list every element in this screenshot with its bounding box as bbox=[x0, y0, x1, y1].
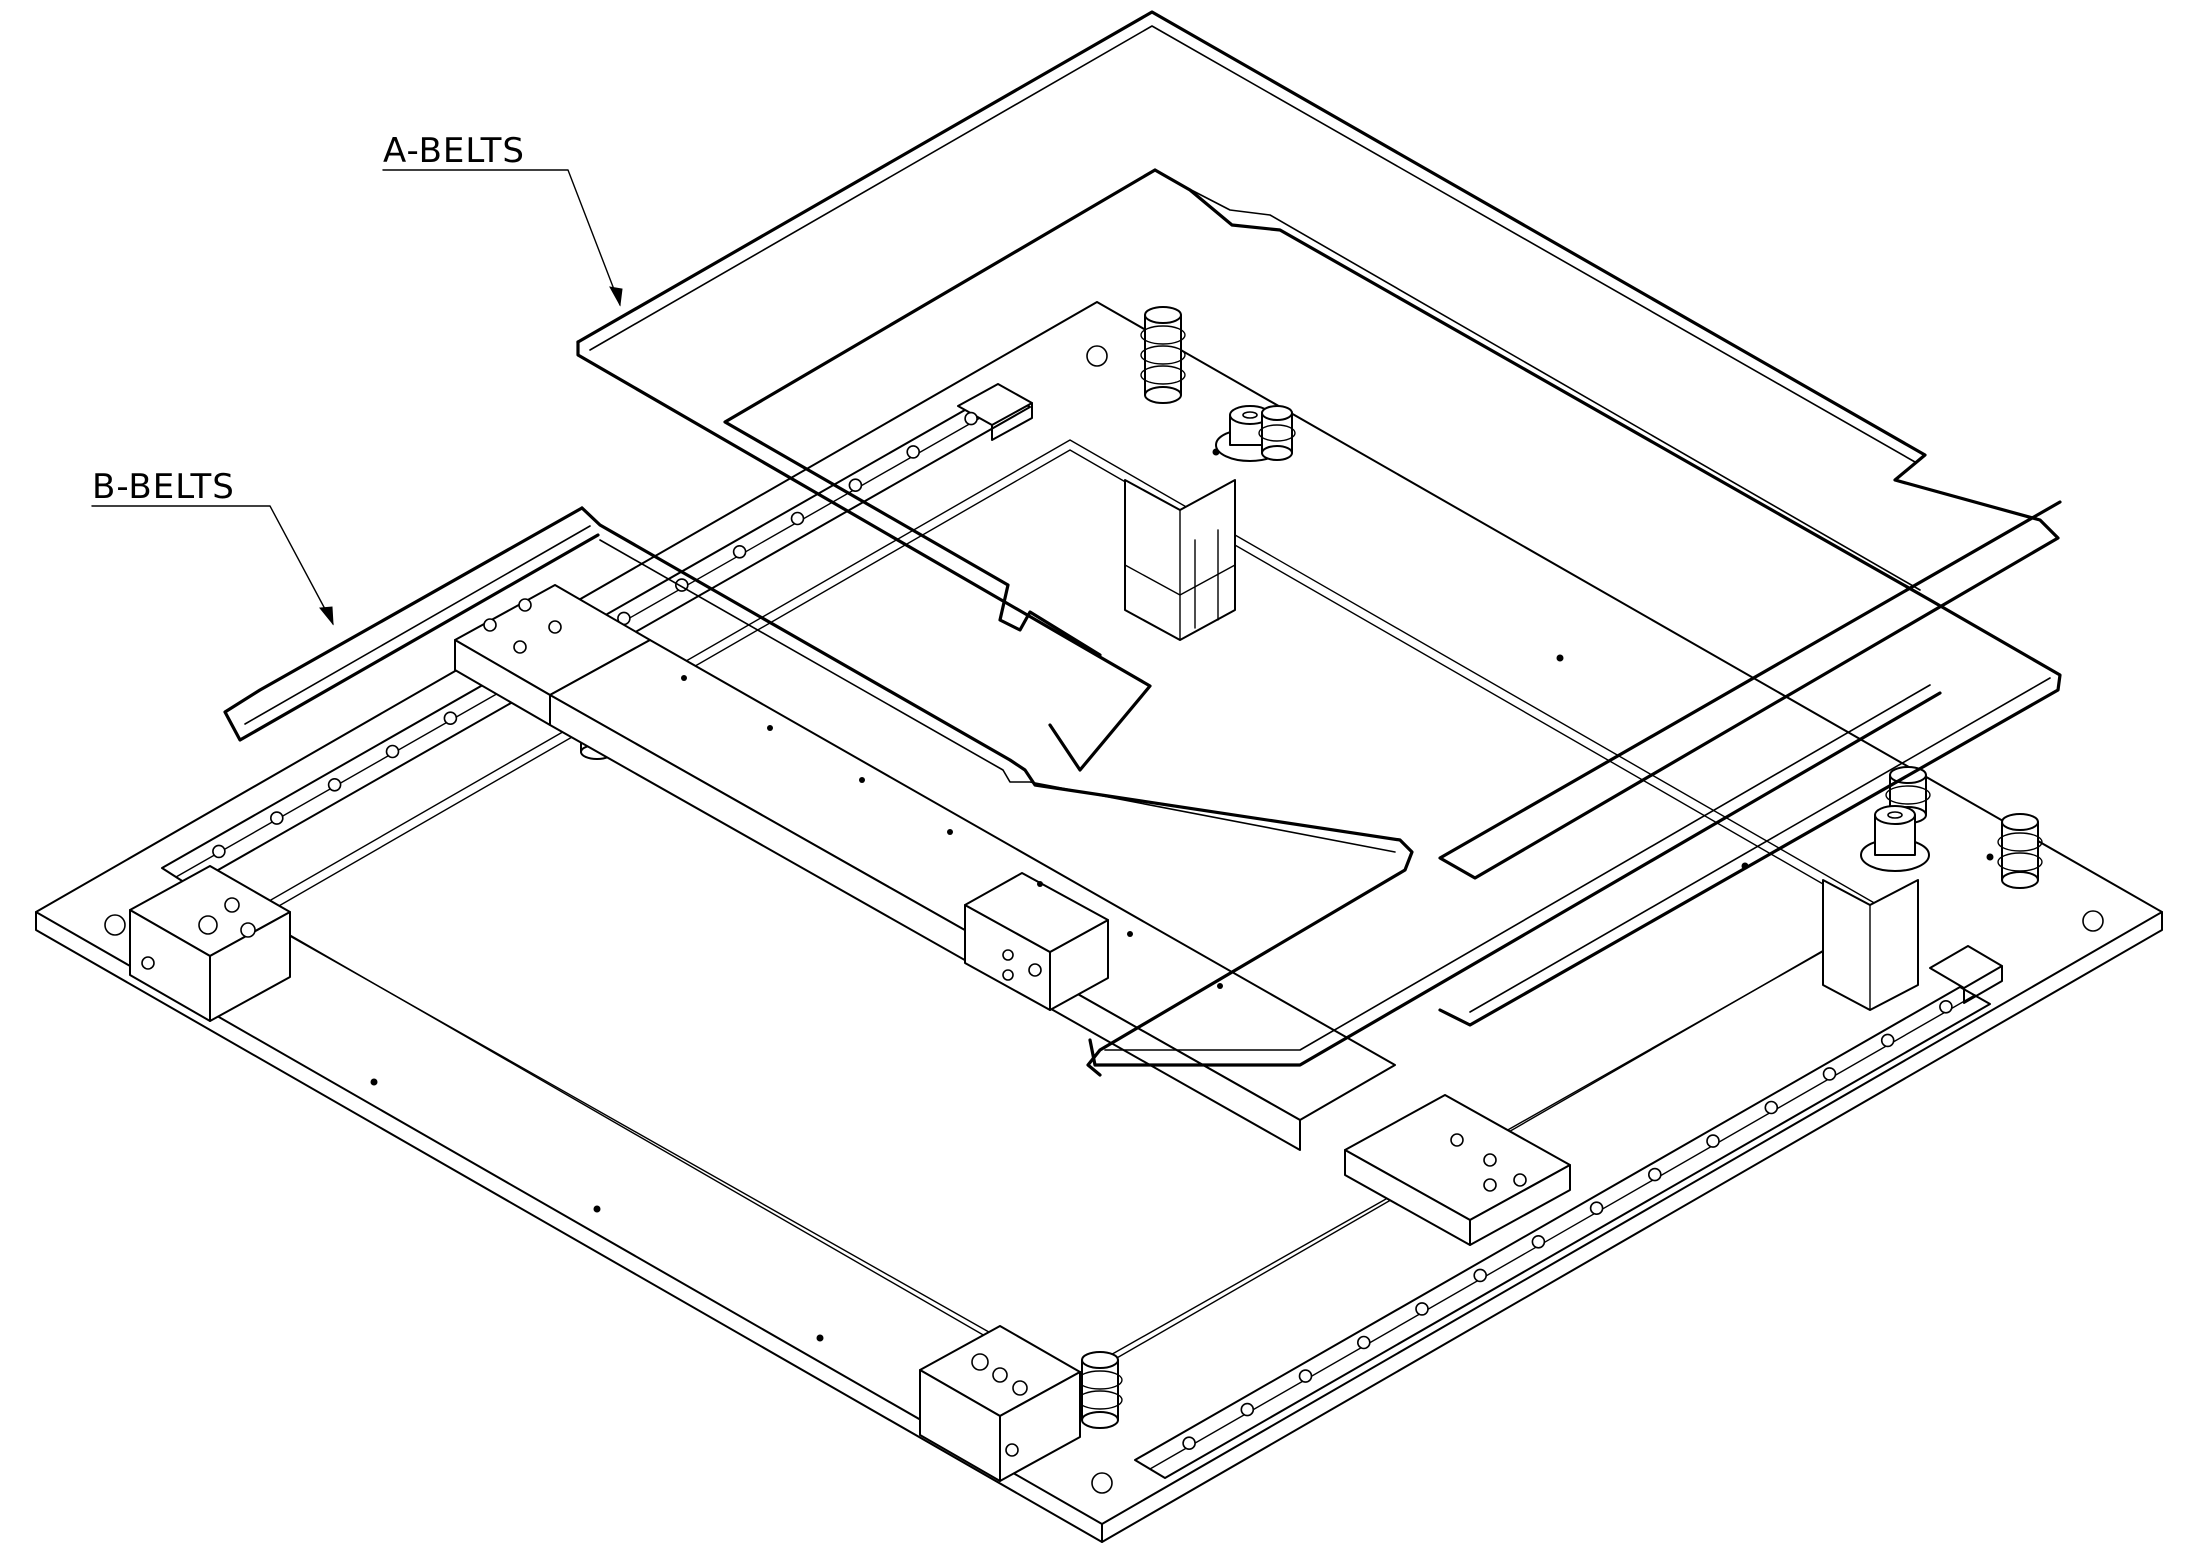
x-gantry-carriage-left bbox=[454, 584, 651, 726]
rail-screw-icon bbox=[1357, 1335, 1371, 1350]
rail-screw-icon bbox=[1298, 1369, 1313, 1383]
pulley-right-3-icon bbox=[1997, 813, 2043, 889]
pulley-front-icon bbox=[1077, 1351, 1123, 1429]
callout-a-belts: A-BELTS bbox=[382, 131, 623, 307]
callout-b-belts: B-BELTS bbox=[91, 467, 334, 626]
rail-screw-icon bbox=[269, 811, 284, 825]
b-belts-loop bbox=[223, 506, 1942, 1077]
rail-screw-icon bbox=[732, 544, 747, 559]
rail-screw-icon bbox=[1706, 1134, 1720, 1148]
motor-rear bbox=[1124, 479, 1236, 641]
rail-screw-icon bbox=[790, 511, 805, 526]
rail-screw-icon bbox=[1589, 1201, 1604, 1215]
rail-screw-icon bbox=[327, 777, 342, 792]
rail-screw-icon bbox=[906, 445, 921, 459]
rail-screw-icon bbox=[1939, 999, 1953, 1014]
rail-screw-icon bbox=[1648, 1167, 1662, 1182]
idler-block-left bbox=[129, 865, 291, 1022]
gantry-holes bbox=[681, 675, 1223, 989]
motor-right bbox=[1822, 879, 1919, 1011]
pulley-rear-1-icon bbox=[1140, 306, 1186, 404]
callout-a-belts-label: A-BELTS bbox=[383, 131, 525, 171]
rail-screw-icon bbox=[1182, 1436, 1196, 1450]
toolhead-carriage bbox=[964, 872, 1109, 1011]
rail-screw-icon bbox=[964, 411, 978, 426]
idler-block-front bbox=[919, 1325, 1081, 1482]
pulley-right-2-icon bbox=[1860, 805, 1930, 872]
rail-screw-icon bbox=[1473, 1268, 1487, 1283]
rail-screw-icon bbox=[848, 478, 863, 493]
rail-screw-icon bbox=[1531, 1235, 1546, 1249]
rail-screw-icon bbox=[1880, 1033, 1895, 1048]
rail-screw-icon bbox=[1822, 1067, 1837, 1081]
rail-screw-icon bbox=[1240, 1402, 1255, 1417]
pulley-rear-3-icon bbox=[1258, 405, 1296, 461]
rail-screw-icon bbox=[1764, 1100, 1779, 1115]
rail-screw-icon bbox=[443, 711, 458, 726]
a-belts-loop bbox=[576, 10, 2062, 1027]
plate-holes bbox=[104, 345, 2104, 1494]
rail-screw-icon bbox=[212, 844, 226, 859]
rail-screw-icon bbox=[385, 744, 400, 759]
callout-b-belts-label: B-BELTS bbox=[92, 467, 235, 507]
rail-right-end-block bbox=[1929, 945, 2003, 1004]
rail-screw-icon bbox=[1415, 1302, 1429, 1316]
x-gantry-carriage-right bbox=[1344, 1094, 1571, 1246]
